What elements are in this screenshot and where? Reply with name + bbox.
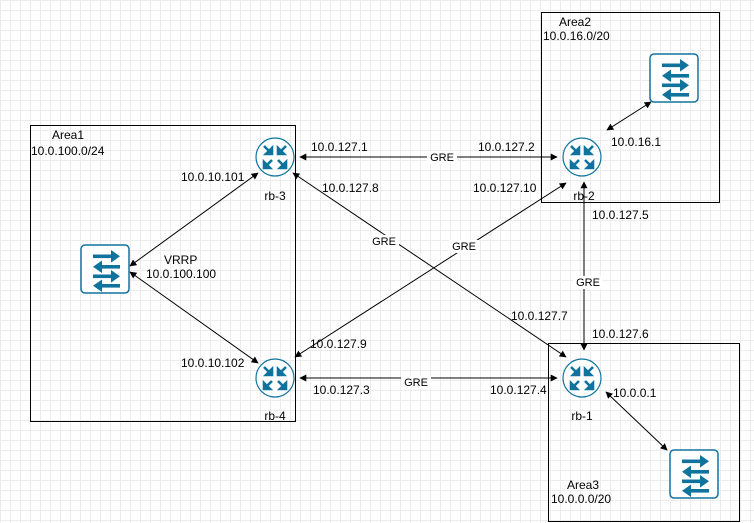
router-rb-1[interactable]: rb-1 xyxy=(562,358,602,423)
vrrp-address: 10.0.100.100 xyxy=(146,267,216,281)
area-3-subnet: 10.0.0.0/20 xyxy=(551,492,611,506)
gre-label-rb2-rb4: GRE xyxy=(449,240,479,253)
area-2-name: Area2 xyxy=(559,15,591,29)
router-icon xyxy=(562,358,602,398)
ip-rb2-to-rb4: 10.0.127.10 xyxy=(473,181,537,195)
ip-rb3-lan: 10.0.10.101 xyxy=(181,170,245,184)
link-sw1-rb4[interactable] xyxy=(129,271,259,364)
area-3-name: Area3 xyxy=(567,478,599,492)
router-icon xyxy=(562,137,602,177)
area-2: Area2 10.0.16.0/20 xyxy=(541,12,720,203)
link-rb2-sw2[interactable] xyxy=(606,101,652,131)
ip-rb4-lan: 10.0.10.102 xyxy=(181,356,245,370)
svg-text:GRE: GRE xyxy=(372,236,396,248)
router-label: rb-4 xyxy=(264,409,286,423)
ip-rb1-lan: 10.0.0.1 xyxy=(613,386,657,400)
router-rb-3[interactable]: rb-3 xyxy=(255,137,295,203)
area-1: Area1 10.0.100.0/24 xyxy=(30,125,296,422)
area-2-subnet: 10.0.16.0/20 xyxy=(543,29,610,43)
link-sw1-rb3[interactable] xyxy=(129,172,259,267)
router-rb-4[interactable]: rb-4 xyxy=(255,358,295,423)
router-label: rb-1 xyxy=(571,409,593,423)
ip-rb4-to-rb2: 10.0.127.9 xyxy=(310,337,367,351)
ip-rb2-to-rb3: 10.0.127.2 xyxy=(478,140,535,154)
ip-rb3-to-rb1: 10.0.127.8 xyxy=(322,181,379,195)
link-rb2-rb4[interactable] xyxy=(294,182,567,358)
ip-rb2-to-rb1: 10.0.127.5 xyxy=(592,208,649,222)
svg-text:GRE: GRE xyxy=(430,152,454,164)
ip-rb3-to-rb2: 10.0.127.1 xyxy=(311,140,368,154)
router-icon xyxy=(255,137,295,177)
svg-text:GRE: GRE xyxy=(576,277,600,289)
switch-icon[interactable] xyxy=(649,53,699,103)
router-rb-2[interactable]: rb-2 xyxy=(562,137,602,203)
gre-label-rb4-rb1: GRE xyxy=(401,376,431,389)
ip-rb2-lan: 10.0.16.1 xyxy=(611,135,661,149)
ip-rb4-to-rb1: 10.0.127.3 xyxy=(313,383,370,397)
ip-rb1-to-rb4: 10.0.127.4 xyxy=(490,383,547,397)
vrrp-label: VRRP xyxy=(164,253,197,267)
area-3-box xyxy=(548,343,740,522)
gre-label-rb3-rb1: GRE xyxy=(369,235,399,248)
area-2-box xyxy=(541,12,720,203)
area-3: Area3 10.0.0.0/20 xyxy=(548,343,740,522)
ip-rb1-to-rb2: 10.0.127.6 xyxy=(592,327,649,341)
ip-rb1-to-rb3: 10.0.127.7 xyxy=(511,309,568,323)
gre-label-rb3-rb2: GRE xyxy=(427,151,457,164)
svg-text:GRE: GRE xyxy=(404,377,428,389)
switch-icon[interactable] xyxy=(669,449,719,499)
link-rb1-sw3[interactable] xyxy=(605,391,668,451)
area-1-subnet: 10.0.100.0/24 xyxy=(31,144,105,158)
gre-label-rb2-rb1: GRE xyxy=(573,276,603,289)
switch-icon[interactable] xyxy=(80,244,130,294)
router-icon xyxy=(255,358,295,398)
router-label: rb-3 xyxy=(264,189,286,203)
link-rb3-rb1[interactable] xyxy=(292,172,567,358)
router-label: rb-2 xyxy=(573,189,595,203)
area-1-name: Area1 xyxy=(52,128,84,142)
svg-text:GRE: GRE xyxy=(452,241,476,253)
